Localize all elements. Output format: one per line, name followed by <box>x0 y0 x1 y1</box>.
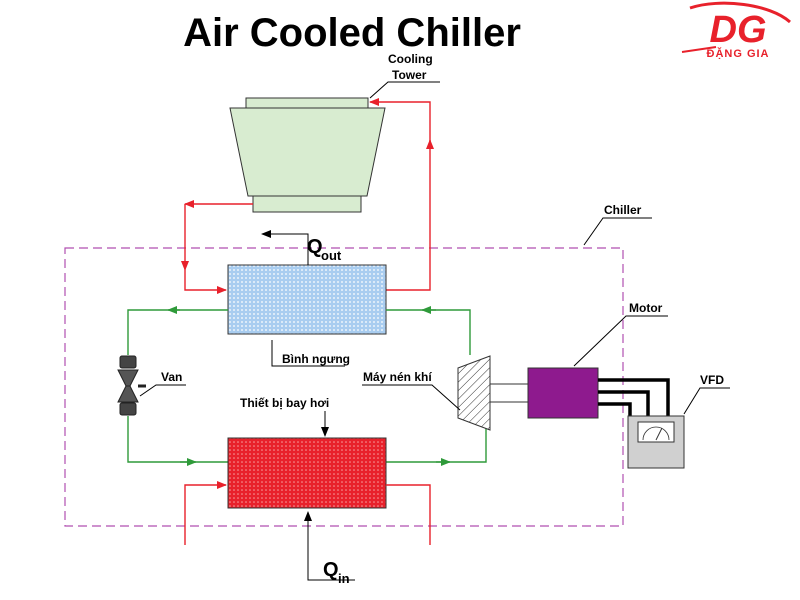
cooling-tower <box>229 97 386 213</box>
vfd-leader <box>683 387 730 415</box>
power-cable-1 <box>598 378 670 418</box>
chiller-leader <box>583 217 652 246</box>
chiller-label: Chiller <box>604 203 642 217</box>
q-out-label: Q <box>307 236 323 258</box>
vfd-label: VFD <box>700 373 724 387</box>
logo-mark: DG <box>710 9 767 51</box>
compressor-leader <box>362 384 461 411</box>
compressor-icon <box>457 355 491 431</box>
valve-leader <box>139 384 186 397</box>
company-logo: DG ĐẶNG GIA <box>681 1 792 60</box>
power-cable-2 <box>598 390 650 418</box>
condenser-leader <box>271 340 345 367</box>
q-in-arrow <box>304 511 355 581</box>
evaporator <box>227 437 387 509</box>
q-in-label: Q <box>323 559 339 581</box>
cooling-tower-label-line2: Tower <box>392 68 427 82</box>
return-to-tower-pipe <box>369 98 431 145</box>
condenser-inlet-pipe <box>184 270 227 294</box>
q-out-arrow <box>261 230 309 265</box>
compressor-label: Máy nén khí <box>363 370 432 384</box>
q-out-subscript: out <box>321 248 342 263</box>
valve-to-evaporator-pipe <box>127 416 228 463</box>
evaporator-inlet-pipe <box>184 481 227 545</box>
condenser-to-valve-pipe <box>127 309 228 355</box>
evaporator-outlet-pipe <box>386 484 431 545</box>
valve-label: Van <box>161 370 182 384</box>
cooling-tower-label-line1: Cooling <box>388 52 433 66</box>
expansion-valve-icon <box>117 355 146 416</box>
motor-leader <box>573 315 668 367</box>
motor <box>527 367 599 419</box>
page-title: Air Cooled Chiller <box>183 11 521 55</box>
q-in-subscript: in <box>338 571 350 586</box>
power-cable-3 <box>598 402 632 418</box>
vfd-gauge-icon <box>627 415 685 469</box>
condenser <box>227 264 387 335</box>
cooling-tower-leader <box>369 81 440 99</box>
compressor-to-condenser-pipe <box>386 309 471 355</box>
condenser-outlet-pipe <box>386 139 434 291</box>
evaporator-label: Thiết bị bay hơi <box>240 396 329 410</box>
motor-label: Motor <box>629 301 663 315</box>
condenser-label: Bình ngưng <box>282 352 350 366</box>
evaporator-to-compressor-pipe <box>386 420 487 463</box>
chiller-boundary <box>64 247 624 527</box>
logo-subtitle: ĐẶNG GIA <box>707 47 770 60</box>
